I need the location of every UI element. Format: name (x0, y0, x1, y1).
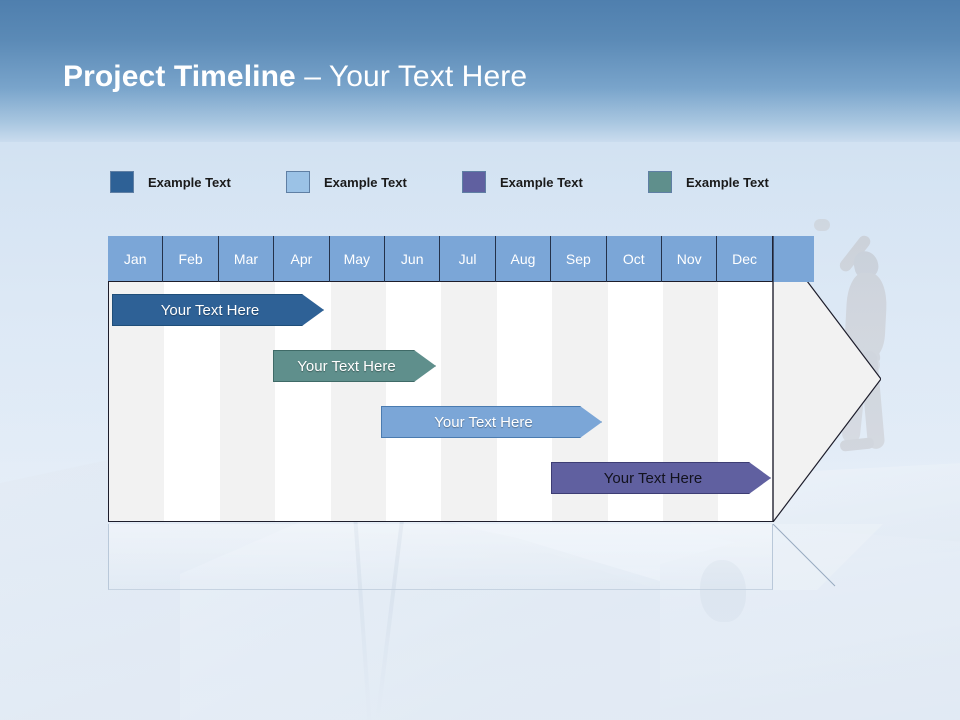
title-band: Project Timeline – Your Text Here (0, 0, 960, 142)
legend-swatch-icon (286, 171, 310, 193)
gantt-bar-1[interactable]: Your Text Here (112, 294, 324, 326)
page-title-strong: Project Timeline (63, 60, 296, 93)
month-header-oct[interactable]: Oct (607, 236, 662, 282)
month-header-dec[interactable]: Dec (717, 236, 773, 282)
legend-label: Example Text (686, 174, 769, 190)
grid-column-mar (219, 237, 276, 521)
gantt-bar-label: Your Text Here (297, 357, 396, 375)
legend-swatch-icon (462, 171, 486, 193)
gantt-bar-label: Your Text Here (603, 469, 703, 487)
chart-reflection (108, 524, 773, 590)
legend-item-2[interactable]: Example Text (286, 170, 407, 194)
month-header-mar[interactable]: Mar (219, 236, 275, 282)
gantt-bar-2[interactable]: Your Text Here (273, 350, 436, 382)
legend-label: Example Text (148, 174, 231, 190)
legend-item-4[interactable]: Example Text (648, 170, 769, 194)
page-title-light: Your Text Here (328, 60, 528, 93)
grid-column-jul (441, 237, 497, 521)
page-title: Project Timeline – Your Text Here (63, 60, 527, 94)
page-title-dash: – (295, 60, 329, 93)
chart-reflection-arrow (773, 524, 883, 590)
gantt-bar-label: Your Text Here (434, 413, 533, 431)
month-header-jun[interactable]: Jun (385, 236, 441, 282)
legend-swatch-icon (110, 171, 134, 193)
month-header-tail (772, 236, 814, 282)
month-header-feb[interactable]: Feb (163, 236, 219, 282)
gantt-bar-label: Your Text Here (160, 301, 260, 319)
gantt-bar-3[interactable]: Your Text Here (381, 406, 602, 438)
legend-label: Example Text (324, 174, 407, 190)
month-header-nov[interactable]: Nov (662, 236, 718, 282)
month-header-aug[interactable]: Aug (496, 236, 552, 282)
legend-label: Example Text (500, 174, 583, 190)
gantt-bar-4[interactable]: Your Text Here (551, 462, 771, 494)
legend-item-1[interactable]: Example Text (110, 170, 231, 194)
month-header-sep[interactable]: Sep (551, 236, 607, 282)
legend: Example Text Example Text Example Text Exam… (0, 170, 960, 194)
month-header-jul[interactable]: Jul (440, 236, 496, 282)
month-header-jan[interactable]: Jan (108, 236, 164, 282)
legend-item-3[interactable]: Example Text (462, 170, 583, 194)
grid-column-jan (109, 237, 165, 521)
month-header-may[interactable]: May (330, 236, 385, 282)
month-header-apr[interactable]: Apr (274, 236, 330, 282)
legend-swatch-icon (648, 171, 672, 193)
